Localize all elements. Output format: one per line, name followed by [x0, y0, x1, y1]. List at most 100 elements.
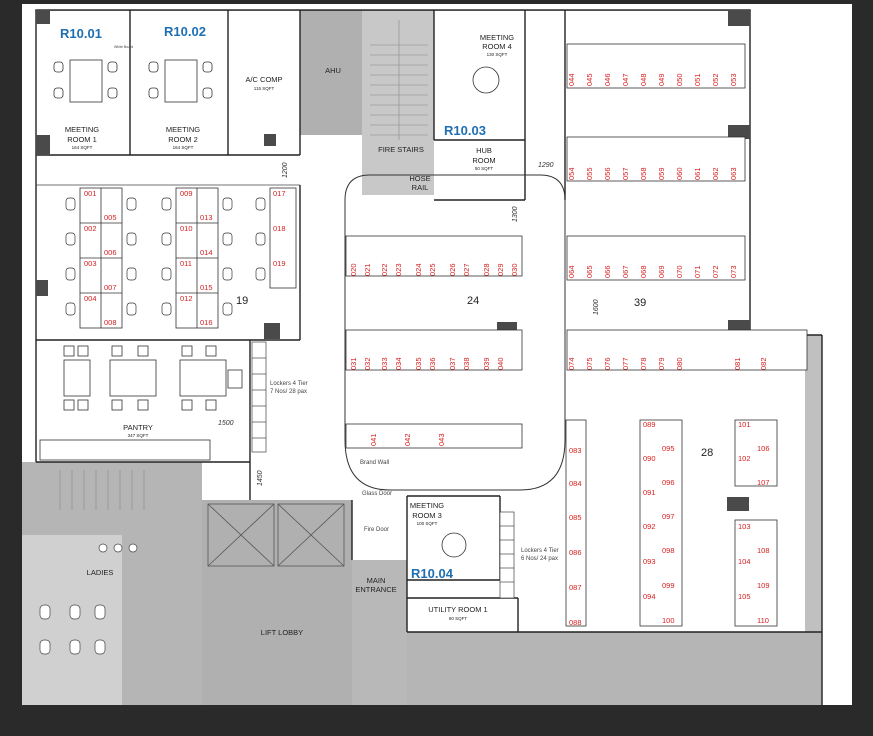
workstation-021[interactable]: 021	[363, 263, 372, 276]
workstation-091[interactable]: 091	[643, 488, 656, 497]
workstation-047[interactable]: 047	[621, 73, 630, 86]
workstation-101[interactable]: 101	[738, 420, 751, 429]
workstation-105[interactable]: 105	[738, 592, 751, 601]
workstation-084[interactable]: 084	[569, 479, 582, 488]
workstation-096[interactable]: 096	[662, 478, 675, 487]
workstation-060[interactable]: 060	[675, 167, 684, 180]
workstation-003[interactable]: 003	[84, 259, 97, 268]
workstation-044[interactable]: 044	[567, 73, 576, 86]
workstation-072[interactable]: 072	[711, 265, 720, 278]
workstation-104[interactable]: 104	[738, 557, 751, 566]
workstation-107[interactable]: 107	[757, 478, 770, 487]
workstation-039[interactable]: 039	[482, 357, 491, 370]
workstation-028[interactable]: 028	[482, 263, 491, 276]
workstation-057[interactable]: 057	[621, 167, 630, 180]
workstation-086[interactable]: 086	[569, 548, 582, 557]
workstation-085[interactable]: 085	[569, 513, 582, 522]
workstation-061[interactable]: 061	[693, 167, 702, 180]
workstation-009[interactable]: 009	[180, 189, 193, 198]
workstation-010[interactable]: 010	[180, 224, 193, 233]
workstation-093[interactable]: 093	[643, 557, 656, 566]
workstation-013[interactable]: 013	[200, 213, 213, 222]
workstation-017[interactable]: 017	[273, 189, 286, 198]
workstation-081[interactable]: 081	[733, 357, 742, 370]
workstation-012[interactable]: 012	[180, 294, 193, 303]
workstation-099[interactable]: 099	[662, 581, 675, 590]
workstation-108[interactable]: 108	[757, 546, 770, 555]
workstation-002[interactable]: 002	[84, 224, 97, 233]
workstation-083[interactable]: 083	[569, 446, 582, 455]
workstation-098[interactable]: 098	[662, 546, 675, 555]
workstation-005[interactable]: 005	[104, 213, 117, 222]
workstation-037[interactable]: 037	[448, 357, 457, 370]
workstation-041[interactable]: 041	[369, 433, 378, 446]
workstation-055[interactable]: 055	[585, 167, 594, 180]
workstation-080[interactable]: 080	[675, 357, 684, 370]
workstation-077[interactable]: 077	[621, 357, 630, 370]
workstation-082[interactable]: 082	[759, 357, 768, 370]
workstation-011[interactable]: 011	[180, 259, 192, 268]
workstation-052[interactable]: 052	[711, 73, 720, 86]
workstation-015[interactable]: 015	[200, 283, 213, 292]
workstation-014[interactable]: 014	[200, 248, 213, 257]
room-code-r1001[interactable]: R10.01	[60, 26, 102, 41]
workstation-045[interactable]: 045	[585, 73, 594, 86]
workstation-078[interactable]: 078	[639, 357, 648, 370]
workstation-026[interactable]: 026	[448, 263, 457, 276]
workstation-074[interactable]: 074	[567, 357, 576, 370]
workstation-095[interactable]: 095	[662, 444, 675, 453]
workstation-040[interactable]: 040	[496, 357, 505, 370]
workstation-069[interactable]: 069	[657, 265, 666, 278]
workstation-066[interactable]: 066	[603, 265, 612, 278]
workstation-073[interactable]: 073	[729, 265, 738, 278]
workstation-058[interactable]: 058	[639, 167, 648, 180]
workstation-056[interactable]: 056	[603, 167, 612, 180]
workstation-035[interactable]: 035	[414, 357, 423, 370]
workstation-023[interactable]: 023	[394, 263, 403, 276]
workstation-067[interactable]: 067	[621, 265, 630, 278]
workstation-004[interactable]: 004	[84, 294, 97, 303]
workstation-027[interactable]: 027	[462, 263, 471, 276]
room-code-r1002[interactable]: R10.02	[164, 24, 206, 39]
workstation-054[interactable]: 054	[567, 167, 576, 180]
workstation-079[interactable]: 079	[657, 357, 666, 370]
workstation-025[interactable]: 025	[428, 263, 437, 276]
workstation-032[interactable]: 032	[363, 357, 372, 370]
workstation-008[interactable]: 008	[104, 318, 117, 327]
workstation-110[interactable]: 110	[757, 616, 769, 625]
workstation-065[interactable]: 065	[585, 265, 594, 278]
workstation-018[interactable]: 018	[273, 224, 286, 233]
workstation-001[interactable]: 001	[84, 189, 97, 198]
workstation-102[interactable]: 102	[738, 454, 751, 463]
room-code-r1004[interactable]: R10.04	[411, 566, 454, 581]
workstation-068[interactable]: 068	[639, 265, 648, 278]
workstation-043[interactable]: 043	[437, 433, 446, 446]
workstation-006[interactable]: 006	[104, 248, 117, 257]
workstation-109[interactable]: 109	[757, 581, 770, 590]
workstation-087[interactable]: 087	[569, 583, 582, 592]
workstation-090[interactable]: 090	[643, 454, 656, 463]
workstation-033[interactable]: 033	[380, 357, 389, 370]
workstation-053[interactable]: 053	[729, 73, 738, 86]
workstation-071[interactable]: 071	[693, 265, 702, 278]
workstation-050[interactable]: 050	[675, 73, 684, 86]
workstation-100[interactable]: 100	[662, 616, 675, 625]
workstation-022[interactable]: 022	[380, 263, 389, 276]
workstation-046[interactable]: 046	[603, 73, 612, 86]
workstation-076[interactable]: 076	[603, 357, 612, 370]
workstation-075[interactable]: 075	[585, 357, 594, 370]
room-code-r1003[interactable]: R10.03	[444, 123, 486, 138]
workstation-097[interactable]: 097	[662, 512, 675, 521]
workstation-062[interactable]: 062	[711, 167, 720, 180]
workstation-064[interactable]: 064	[567, 265, 576, 278]
workstation-070[interactable]: 070	[675, 265, 684, 278]
workstation-049[interactable]: 049	[657, 73, 666, 86]
workstation-020[interactable]: 020	[349, 263, 358, 276]
workstation-059[interactable]: 059	[657, 167, 666, 180]
workstation-016[interactable]: 016	[200, 318, 213, 327]
workstation-036[interactable]: 036	[428, 357, 437, 370]
workstation-048[interactable]: 048	[639, 73, 648, 86]
workstation-063[interactable]: 063	[729, 167, 738, 180]
workstation-030[interactable]: 030	[510, 263, 519, 276]
